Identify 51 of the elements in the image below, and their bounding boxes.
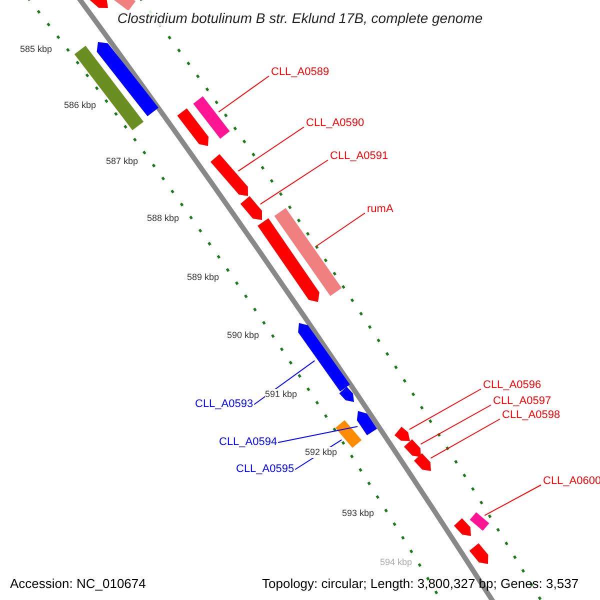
gene-label: CLL_A0598 xyxy=(502,409,560,422)
gene-feature xyxy=(210,154,248,196)
gene-feature xyxy=(339,386,354,402)
gene-feature xyxy=(394,426,410,441)
gene-feature xyxy=(356,411,377,436)
gene-feature xyxy=(469,543,488,564)
gene-feature xyxy=(88,0,108,8)
scale-label: 594 kbp xyxy=(380,557,412,568)
gene-label: CLL_A0593 xyxy=(195,398,254,411)
gene-feature xyxy=(177,108,208,146)
leader-line xyxy=(278,426,358,443)
leader-line xyxy=(420,404,492,445)
scale-label: 590 kbp xyxy=(227,330,260,341)
gene-feature xyxy=(414,453,431,471)
leader-line xyxy=(316,212,366,247)
gene-bar xyxy=(112,0,136,11)
title: Clostridium botulinum B str. Eklund 17B, complete genome xyxy=(117,10,483,26)
scale-label: 586 kbp xyxy=(64,100,96,111)
gene-bar xyxy=(335,420,362,448)
gene-feature xyxy=(298,323,350,392)
info-text: Topology: circular; Length: 3,800,327 bp; Genes: 3,537 xyxy=(262,576,579,591)
gene-label: CLL_A0594 xyxy=(219,436,278,449)
leader-line xyxy=(218,76,270,112)
gene-label: CLL_A0590 xyxy=(306,117,364,130)
scale-label: 592 kbp xyxy=(305,447,338,458)
scale-label: 591 kbp xyxy=(265,389,298,400)
leader-line xyxy=(484,484,542,516)
gene-label: CLL_A0595 xyxy=(236,463,294,476)
scale-label: 589 kbp xyxy=(187,272,220,283)
leader-line xyxy=(260,160,328,205)
gene-feature xyxy=(240,196,262,220)
gene-feature xyxy=(96,42,158,116)
leader-line xyxy=(430,418,500,459)
leader-line xyxy=(408,388,482,430)
scale-label: 585 kbp xyxy=(20,44,52,55)
gene-feature xyxy=(258,218,320,302)
gene-label: CLL_A0597 xyxy=(493,395,552,408)
scale-label: 593 kbp xyxy=(342,508,374,519)
leader-line xyxy=(238,126,304,172)
scale-label: 588 kbp xyxy=(147,213,180,224)
gene-feature xyxy=(454,518,471,536)
gene-label: CLL_A0596 xyxy=(483,379,542,392)
gene-bar xyxy=(193,96,230,139)
gene-feature xyxy=(404,439,421,457)
gene-bar xyxy=(470,512,490,531)
gene-label: CLL_A0591 xyxy=(330,150,388,163)
scale-label: 587 kbp xyxy=(106,156,138,167)
info-text: Accession: NC_010674 xyxy=(10,576,146,591)
gene-label: CLL_A0589 xyxy=(271,66,330,79)
gene-bar xyxy=(274,208,342,296)
gene-label: rumA xyxy=(367,203,394,216)
